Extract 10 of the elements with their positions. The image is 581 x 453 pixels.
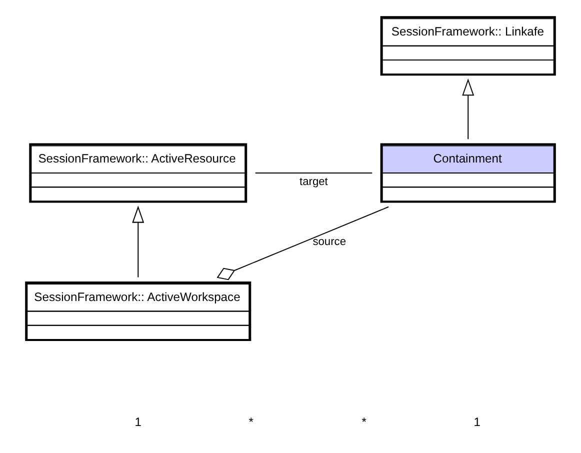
arrow xyxy=(462,78,474,140)
connector xyxy=(216,206,389,280)
label: 1 xyxy=(474,414,481,429)
label: 1 xyxy=(134,414,142,429)
edge-label: source xyxy=(312,236,346,248)
label: * xyxy=(362,414,367,429)
connector xyxy=(255,172,372,174)
arrow xyxy=(132,206,144,278)
edge-label: target xyxy=(300,176,328,188)
label: * xyxy=(248,414,254,429)
